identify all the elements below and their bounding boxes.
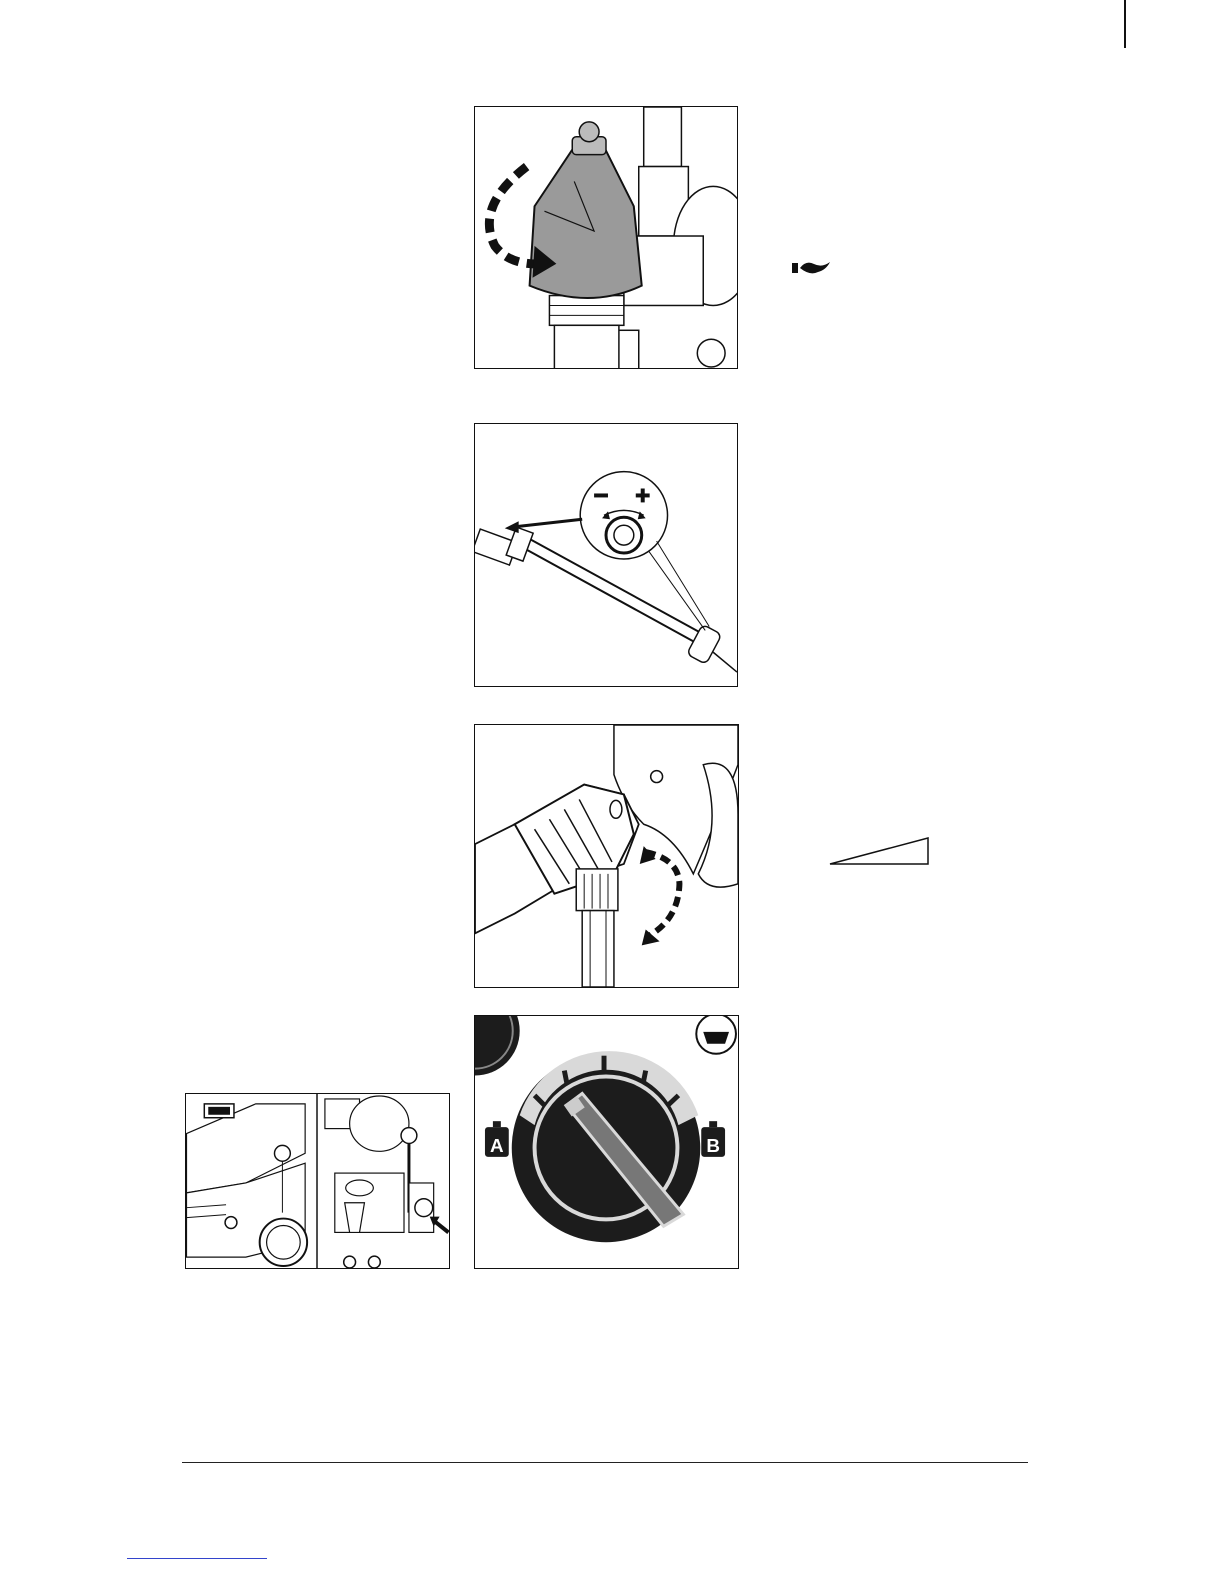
detergent-dial-illustration: A B	[475, 1016, 738, 1268]
machine-overview-illustration	[186, 1094, 449, 1268]
figure-detergent-dial: A B	[474, 1015, 739, 1269]
figure-pressure-knob: + −	[474, 106, 738, 369]
tank-b-label: B	[706, 1135, 720, 1156]
tank-a-label: A	[490, 1135, 504, 1156]
oil-can-icon	[696, 1016, 736, 1054]
pressure-knob-illustration	[475, 107, 737, 368]
figure-machine-overview	[185, 1093, 450, 1269]
header-vertical-rule	[1124, 0, 1126, 48]
footer-rule	[182, 1462, 1028, 1463]
ramp-triangle-icon	[828, 836, 930, 866]
nozzle-holder-illustration	[475, 725, 738, 987]
figure-spray-lance: − +	[474, 423, 738, 687]
flame-icon	[792, 260, 832, 276]
figure-nozzle-holder	[474, 724, 739, 988]
bottom-link-underline	[127, 1558, 267, 1559]
spray-lance-illustration	[475, 424, 737, 686]
